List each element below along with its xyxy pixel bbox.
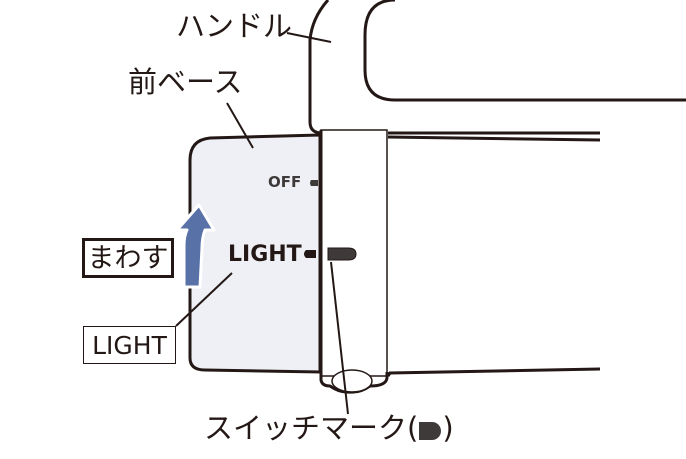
switch-mark-close: ): [442, 411, 454, 445]
turn-callout-text: まわす: [87, 242, 169, 274]
off-mark-label: OFF: [268, 173, 302, 191]
front-base-label: 前ベース: [128, 65, 243, 99]
leader-switchmark: [330, 261, 349, 415]
handle-label: ハンドル: [176, 9, 293, 43]
front-base: [188, 133, 322, 374]
leader-light: [175, 272, 233, 327]
arrow-up-icon: [175, 203, 216, 289]
light-mark-label: LIGHT: [228, 242, 302, 267]
leader-handle: [286, 32, 332, 43]
light-callout-text: LIGHT: [92, 330, 167, 360]
turn-callout-box: まわす: [82, 238, 174, 278]
light-callout-box: LIGHT: [83, 326, 176, 364]
switch-mark-label: スイッチマーク(): [204, 414, 454, 443]
switch-mark-text: スイッチマーク(: [204, 411, 419, 445]
handle-outline: [308, 0, 386, 135]
switch-mark-icon: [327, 247, 357, 261]
switch-mark-inline-icon: [419, 422, 442, 440]
handle-cutout: [363, 0, 686, 102]
leader-base: [226, 102, 254, 149]
